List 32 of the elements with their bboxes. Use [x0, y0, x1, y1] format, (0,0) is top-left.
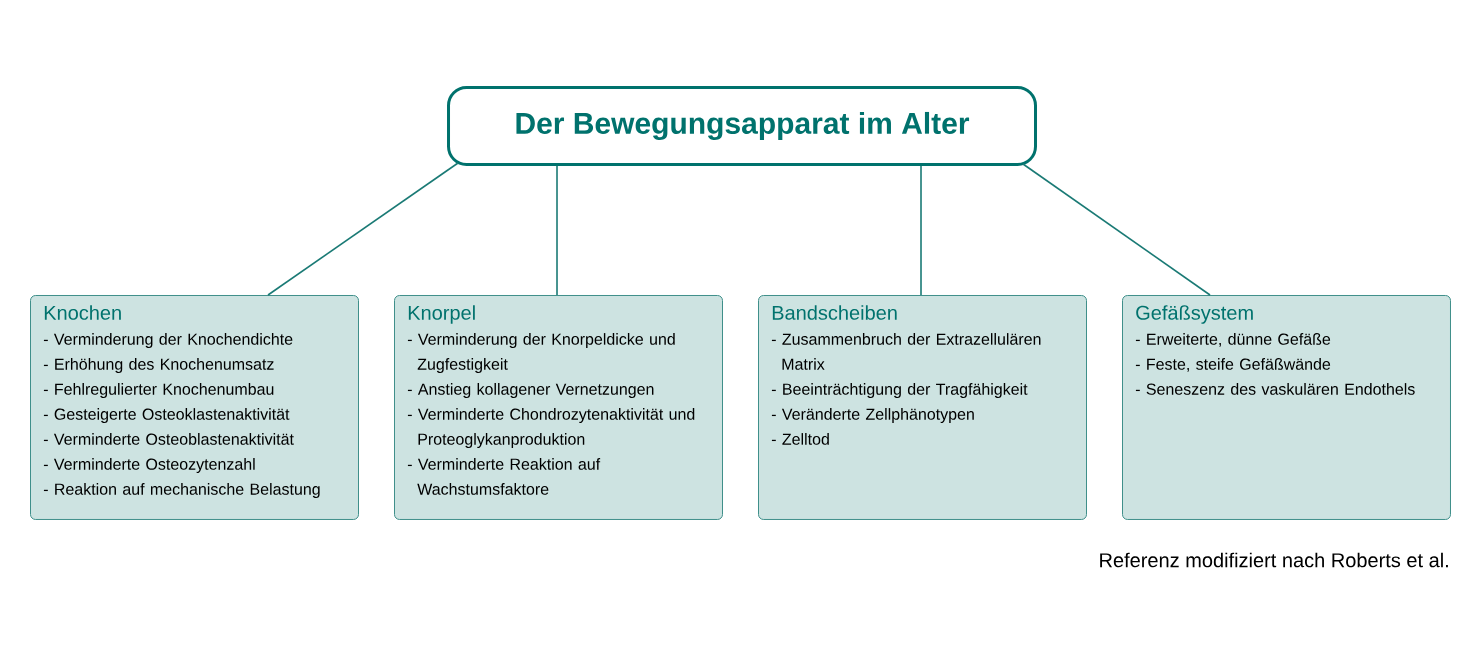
box-heading: Knochen — [44, 305, 121, 320]
list-item: - Verminderte Osteoblastenaktivität — [43, 433, 294, 445]
list-item: - Veränderte Zellphänotypen — [771, 408, 974, 423]
list-item: - Zelltod — [771, 433, 829, 445]
list-item: - Erhöhung des Knochenumsatz — [43, 358, 274, 373]
connector-line — [920, 165, 922, 296]
list-item: - Gesteigerte Osteoklastenaktivität — [43, 408, 290, 423]
box-heading: Gefäßsystem — [1136, 305, 1253, 324]
connector-line — [267, 162, 459, 296]
list-item: - Verminderte Reaktion auf Wachstumsfaktore — [407, 458, 601, 495]
list-item: - Beeinträchtigung der Tragfähigkeit — [771, 383, 1028, 398]
box-heading: Bandscheiben — [772, 305, 897, 320]
list-item: - Fehlregulierter Knochenumbau — [43, 383, 274, 398]
list-item: - Anstieg kollagener Vernetzungen — [407, 383, 654, 398]
list-item: - Verminderte Osteozytenzahl — [43, 458, 255, 473]
box-heading: Knorpel — [408, 305, 475, 324]
connector-line — [1022, 163, 1211, 296]
list-item: - Feste, steife Gefäßwände — [1135, 358, 1331, 372]
info-box — [30, 295, 359, 520]
connector-line — [556, 165, 558, 296]
list-item: - Erweiterte, dünne Gefäße — [1135, 333, 1331, 347]
reference-note: Referenz modifiziert nach Roberts et al. — [1100, 552, 1448, 568]
list-item: - Reaktion auf mechanische Belastung — [43, 483, 320, 498]
list-item: - Zusammenbruch der Extrazellulären Matrix — [771, 333, 1041, 370]
list-item: - Seneszenz des vaskulären Endothels — [1135, 383, 1415, 395]
info-box — [1122, 295, 1451, 520]
info-box — [758, 295, 1087, 520]
list-item: - Verminderung der Knochendichte — [43, 333, 293, 348]
list-item: - Verminderte Chondrozytenaktivität und Proteoglykanproduktion — [407, 408, 695, 448]
info-box — [394, 295, 723, 520]
title-box: Der Bewegungsapparat im Alter — [447, 86, 1037, 166]
list-item: - Verminderung der Knorpeldicke und Zugfestigkeit — [407, 333, 675, 373]
